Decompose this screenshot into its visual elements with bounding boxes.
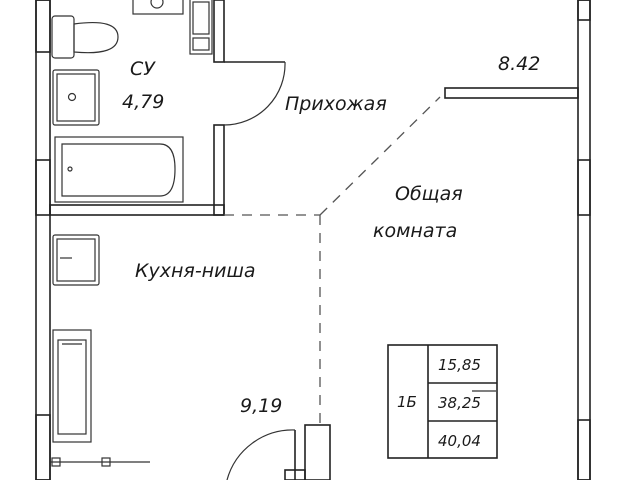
- entrance-door[interactable]: [226, 429, 296, 480]
- area-summary-table: 1Б 15,85 38,25 40,04: [387, 344, 498, 459]
- column: [304, 424, 331, 480]
- partition-wall: [444, 87, 579, 99]
- bathroom-door[interactable]: [223, 61, 286, 126]
- bathroom-area: 4,79: [122, 91, 164, 113]
- zone-boundaries: [224, 96, 441, 425]
- living-room-name-1: Общая: [395, 183, 463, 205]
- living-area-value: 15,85: [438, 356, 481, 374]
- kitchen-counter: [50, 457, 150, 467]
- hall-name: Прихожая: [285, 93, 387, 115]
- total-area-value: 38,25: [438, 394, 481, 412]
- living-room-name-2: комната: [373, 220, 457, 242]
- left-outer-wall: [35, 0, 51, 480]
- cabinet-icon: [189, 0, 213, 55]
- hall-area: 8.42: [498, 53, 540, 75]
- bathroom-walls: [49, 0, 225, 216]
- bathtub-icon: [54, 136, 184, 203]
- toilet-icon: [51, 15, 119, 59]
- stove-icon: [52, 329, 92, 443]
- right-outer-wall: [577, 0, 591, 480]
- apartment-type: 1Б: [397, 393, 417, 411]
- washing-machine-icon: [132, 0, 184, 15]
- bathroom-sink-icon: [52, 69, 100, 126]
- kitchen-area: 9,19: [240, 395, 282, 417]
- kitchen-sink-icon: [52, 234, 100, 286]
- total-area-with-balcony-value: 40,04: [438, 432, 481, 450]
- kitchen-name: Кухня-ниша: [135, 260, 256, 282]
- bathroom-name: СУ: [130, 58, 156, 80]
